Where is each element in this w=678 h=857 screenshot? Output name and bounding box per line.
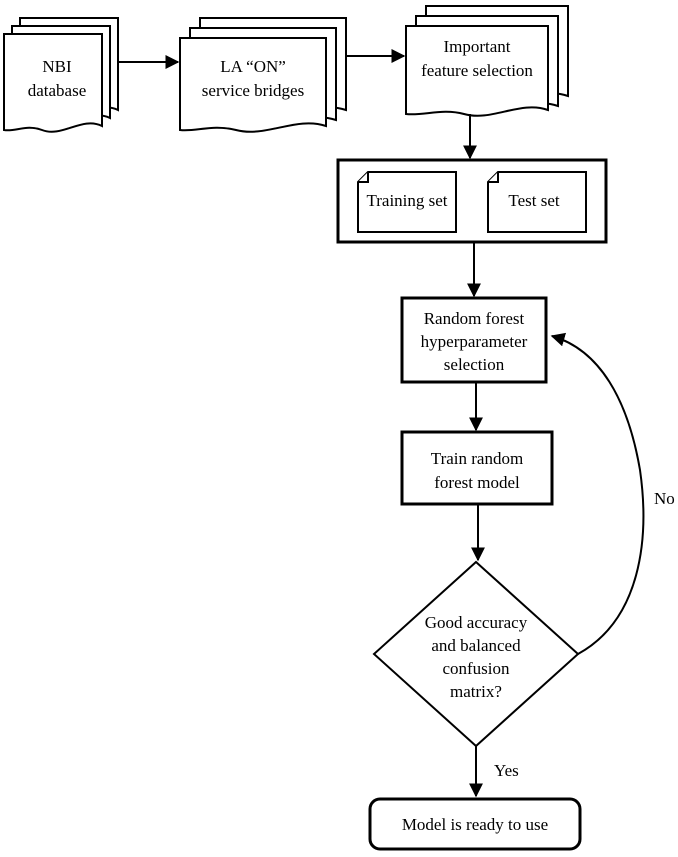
hyperparameter-selection-node: Random forest hyperparameter selection: [400, 296, 548, 384]
decision-node: Good accuracy and balanced confusion mat…: [372, 560, 580, 748]
train-model-line-2: forest model: [434, 473, 520, 492]
la-on-bridges-line-1: LA “ON”: [220, 57, 286, 76]
hyperparameter-line-2: hyperparameter: [421, 332, 528, 351]
hyperparameter-line-3: selection: [444, 355, 505, 374]
decision-line-3: confusion: [442, 659, 510, 678]
feature-selection-line-1: Important: [443, 37, 510, 56]
model-ready-label: Model is ready to use: [402, 815, 548, 834]
training-set-label: Training set: [366, 191, 447, 210]
training-set-box: Training set: [357, 171, 457, 233]
train-model-node: Train random forest model: [400, 430, 554, 506]
train-model-line-1: Train random: [431, 449, 523, 468]
nbi-database-node: NBI database: [3, 17, 119, 133]
feature-selection-node: Important feature selection: [405, 5, 569, 117]
decision-line-2: and balanced: [431, 636, 521, 655]
hyperparameter-line-1: Random forest: [424, 309, 525, 328]
model-ready-node: Model is ready to use: [368, 797, 582, 851]
test-set-box: Test set: [487, 171, 587, 233]
arrow-no-loop: [550, 332, 645, 655]
dataset-split-node: Training set Test set: [336, 158, 608, 244]
decision-line-1: Good accuracy: [425, 613, 528, 632]
nbi-database-line-1: NBI: [42, 57, 72, 76]
la-on-bridges-line-2: service bridges: [202, 81, 304, 100]
nbi-database-line-2: database: [28, 81, 87, 100]
la-on-bridges-node: LA “ON” service bridges: [179, 17, 347, 133]
test-set-label: Test set: [508, 191, 559, 210]
no-label: No: [654, 489, 675, 508]
yes-label: Yes: [494, 761, 519, 780]
decision-line-4: matrix?: [450, 682, 502, 701]
feature-selection-line-2: feature selection: [421, 61, 533, 80]
